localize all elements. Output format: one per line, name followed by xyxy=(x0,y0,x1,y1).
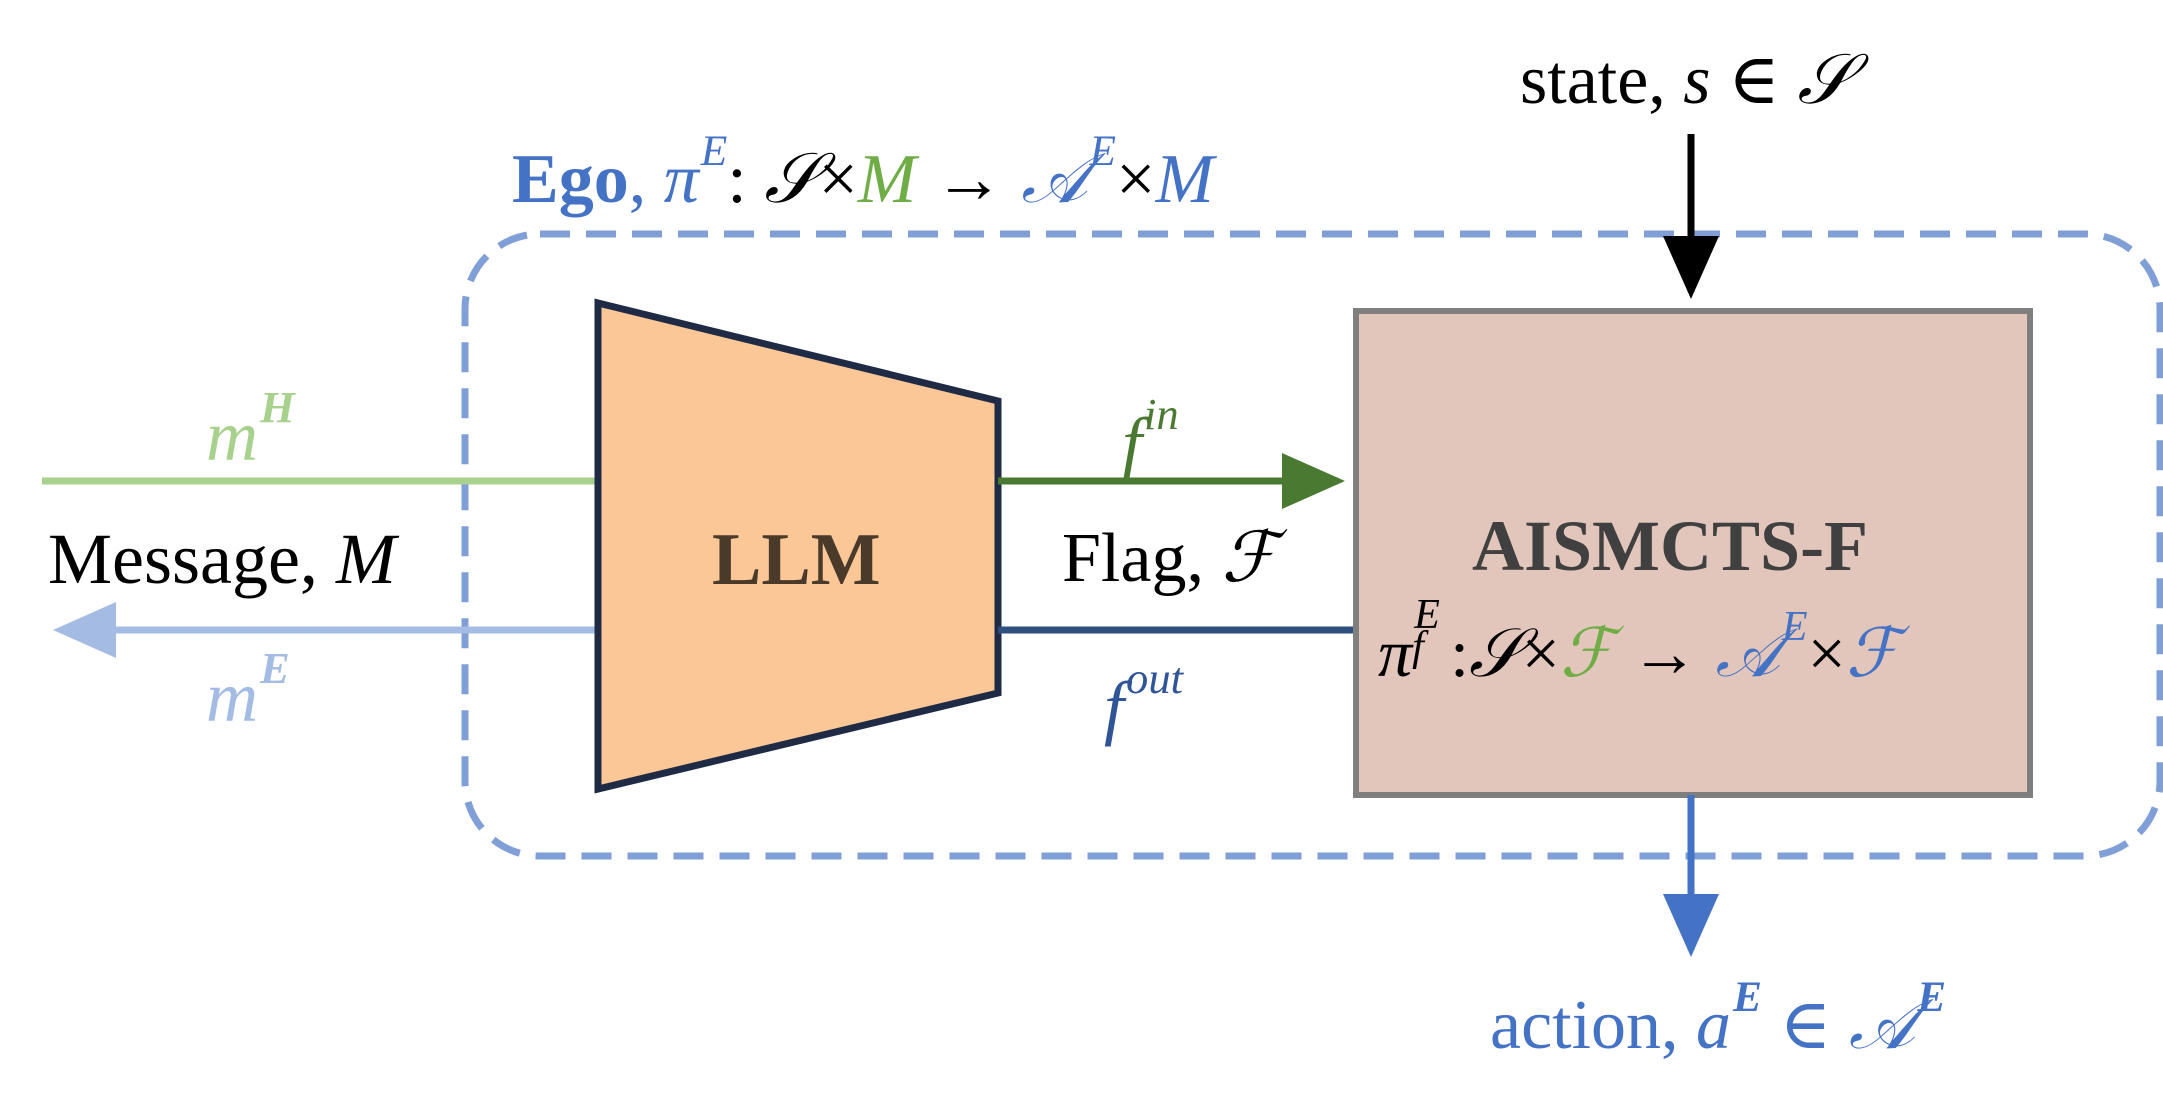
m-e-sup: E xyxy=(260,643,290,693)
ego-arrow: → xyxy=(933,140,1004,218)
llm-label: LLM xyxy=(712,519,881,601)
aismcts-title: AISMCTS-F xyxy=(1472,506,1869,586)
f-out-var: f xyxy=(1104,666,1125,747)
m-h-var: m xyxy=(206,395,258,476)
action-set-sup: E xyxy=(1917,973,1947,1021)
flag-var: ℱ xyxy=(1221,516,1277,598)
aismcts-f-in: ℱ xyxy=(1559,613,1614,693)
aismcts-a-set: 𝒜 xyxy=(1715,613,1780,693)
action-word: action, xyxy=(1490,986,1679,1064)
m-e-label: mE xyxy=(206,646,290,733)
m-h-label: mH xyxy=(206,385,295,472)
aismcts-pi-sup: E xyxy=(1414,591,1440,639)
ego-name: Ego xyxy=(512,140,629,218)
aismcts-times-2: × xyxy=(1807,614,1846,691)
action-label: action, aE ∈ 𝒜E xyxy=(1490,973,1947,1064)
ego-m-in: M xyxy=(857,140,917,218)
f-out-sup: out xyxy=(1126,653,1184,703)
state-word: state, xyxy=(1520,42,1666,119)
ego-colon: : xyxy=(727,140,747,218)
f-out-label: fout xyxy=(1104,656,1183,743)
ego-comma: , xyxy=(628,140,647,218)
m-e-var: m xyxy=(206,656,258,737)
aismcts-colon: : xyxy=(1450,614,1469,691)
ego-times-1: × xyxy=(818,140,858,218)
ego-pi: π xyxy=(663,140,699,218)
aismcts-times-1: × xyxy=(1521,614,1560,691)
action-var: a xyxy=(1696,986,1732,1064)
state-set: 𝒮 xyxy=(1797,38,1852,120)
ego-container xyxy=(461,230,2163,860)
ego-a-sup: E xyxy=(1089,127,1116,175)
aismcts-s-set: 𝒮 xyxy=(1468,613,1522,693)
ego-label: Ego, πE: 𝒮×M → 𝒜E×M xyxy=(512,127,1214,218)
ego-times-2: × xyxy=(1115,140,1156,218)
ego-pi-sup: E xyxy=(700,127,728,175)
state-label: state, s ∈ 𝒮 xyxy=(1520,44,1852,116)
flag-label: Flag, ℱ xyxy=(1062,522,1276,594)
flag-word: Flag, xyxy=(1062,520,1204,597)
aismcts-pi: π xyxy=(1378,614,1413,691)
aismcts-block xyxy=(1353,308,2033,798)
message-label: Message, M xyxy=(48,523,396,595)
f-in-var: f xyxy=(1122,402,1143,483)
f-in-sup: in xyxy=(1144,389,1179,439)
aismcts-pi-sub: f xyxy=(1412,622,1424,670)
aismcts-f-out: ℱ xyxy=(1845,613,1900,693)
llm-block xyxy=(594,298,1002,794)
ego-m-out: M xyxy=(1155,140,1214,218)
ego-a-set: 𝒜 xyxy=(1021,136,1088,219)
action-sup: E xyxy=(1733,973,1762,1021)
state-var: s xyxy=(1683,42,1711,119)
message-word: Message, xyxy=(48,519,318,599)
message-var: M xyxy=(335,519,396,599)
ego-s-set: 𝒮 xyxy=(764,136,819,219)
m-h-sup: H xyxy=(260,382,295,432)
f-in-label: fin xyxy=(1122,392,1179,479)
action-set: 𝒜 xyxy=(1848,982,1916,1065)
aismcts-a-sup: E xyxy=(1781,603,1808,650)
action-elem: ∈ xyxy=(1779,986,1832,1064)
aismcts-arrow: → xyxy=(1630,614,1699,691)
state-elem: ∈ xyxy=(1728,42,1780,119)
